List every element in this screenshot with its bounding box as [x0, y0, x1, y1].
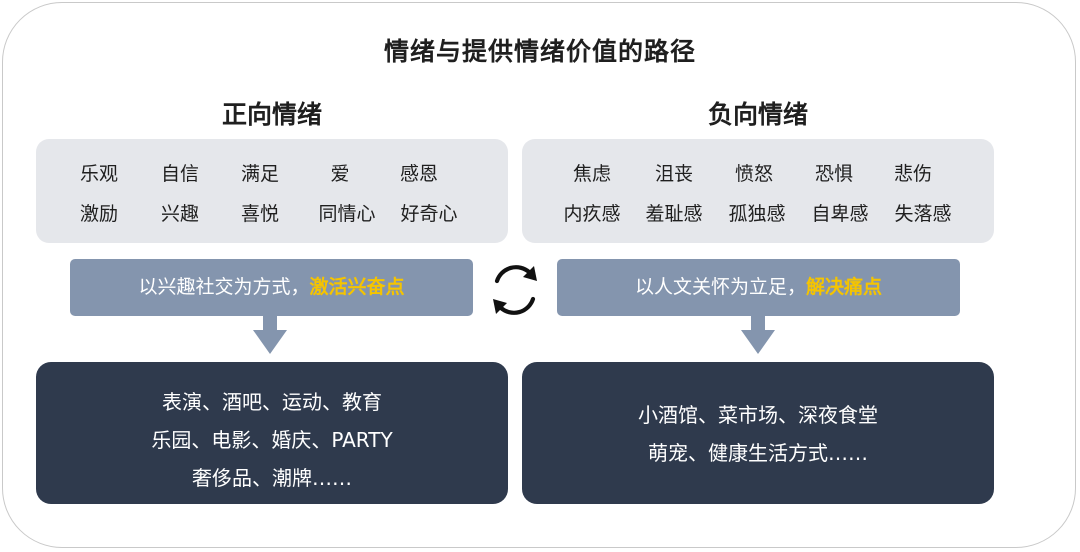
positive-heading: 正向情绪 [221, 100, 322, 129]
emotion-label: 失落感 [894, 203, 952, 225]
positive-examples-box: 表演、酒吧、运动、教育 乐园、电影、婚庆、PARTY 奢侈品、潮牌…… [36, 362, 508, 504]
emotion-label: 满足 [240, 163, 279, 185]
positive-emotions-box: 乐观 自信 满足 爱 感恩 激励 兴趣 喜悦 同情心 好奇心 [36, 139, 508, 243]
emotion-label: 自卑感 [811, 203, 869, 225]
emotion-label: 同情心 [318, 203, 376, 225]
emotion-label: 恐惧 [814, 163, 853, 185]
emotion-label: 沮丧 [654, 163, 693, 185]
positive-path-text: 以兴趣社交为方式， [138, 276, 310, 298]
emotion-label: 喜悦 [240, 203, 279, 225]
emotion-label: 愤怒 [734, 163, 773, 185]
example-line: 乐园、电影、婚庆、PARTY [151, 428, 393, 452]
emotion-label: 感恩 [399, 163, 438, 185]
example-line: 奢侈品、潮牌…… [192, 466, 352, 490]
example-line: 表演、酒吧、运动、教育 [162, 390, 382, 414]
cycle-arrows-icon [493, 265, 537, 315]
emotion-label: 内疚感 [563, 203, 621, 225]
positive-path-bar: 以兴趣社交为方式，激活兴奋点 [70, 259, 473, 316]
emotion-label: 爱 [330, 163, 350, 185]
emotion-label: 焦虑 [572, 163, 611, 185]
example-line: 小酒馆、菜市场、深夜食堂 [638, 403, 878, 427]
emotion-label: 兴趣 [160, 203, 199, 225]
negative-path-text: 以人文关怀为立足， [634, 276, 806, 298]
negative-path-bar: 以人文关怀为立足，解决痛点 [557, 259, 960, 316]
positive-path-highlight: 激活兴奋点 [309, 276, 405, 298]
negative-examples-box: 小酒馆、菜市场、深夜食堂 萌宠、健康生活方式…… [522, 362, 994, 504]
emotion-label: 自信 [160, 163, 199, 185]
emotion-label: 激励 [79, 203, 118, 225]
negative-path-highlight: 解决痛点 [806, 276, 883, 298]
negative-emotions-box: 焦虑 沮丧 愤怒 恐惧 悲伤 内疚感 羞耻感 孤独感 自卑感 失落感 [522, 139, 994, 243]
emotion-label: 乐观 [79, 163, 118, 185]
emotion-label: 好奇心 [400, 203, 458, 225]
emotion-label: 羞耻感 [645, 203, 703, 225]
example-line: 萌宠、健康生活方式…… [648, 441, 868, 465]
emotion-label: 孤独感 [728, 203, 786, 225]
emotion-label: 悲伤 [893, 163, 932, 185]
negative-heading: 负向情绪 [707, 100, 808, 129]
diagram-title: 情绪与提供情绪价值的路径 [383, 37, 696, 66]
